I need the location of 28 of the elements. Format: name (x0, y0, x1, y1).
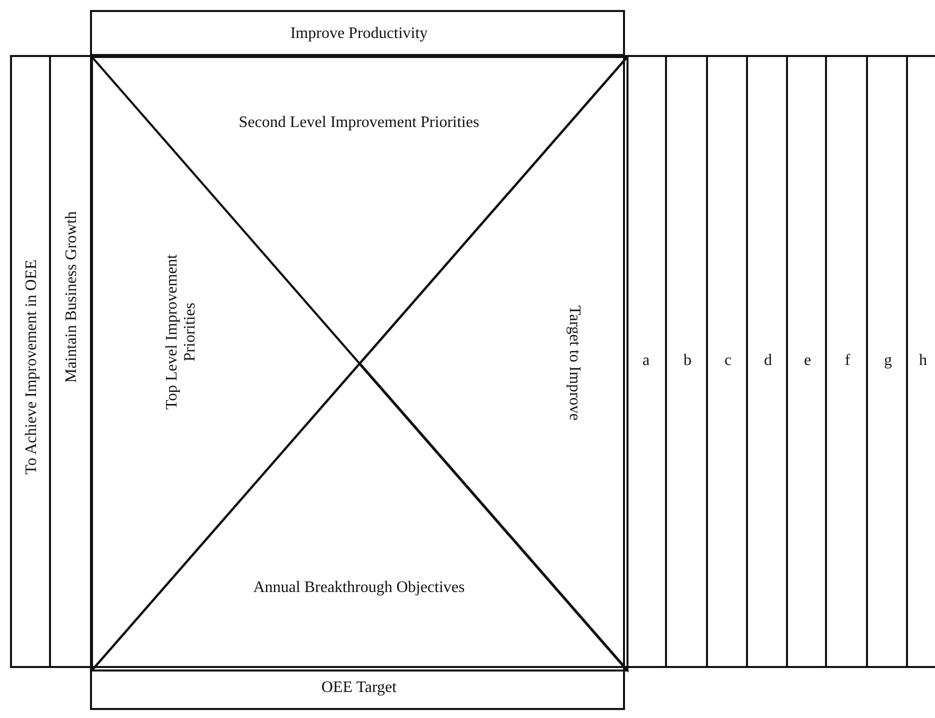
column-letter: g (884, 352, 892, 370)
column-letter: b (684, 352, 692, 370)
column-letter: d (764, 352, 772, 370)
heading-text: Improve Productivity (290, 24, 428, 44)
column-letter: a (642, 352, 650, 370)
label-box (825, 55, 868, 668)
label-box (665, 55, 708, 668)
label-box (49, 55, 92, 668)
label-box (706, 55, 748, 668)
column-letter: e (804, 352, 812, 370)
label-box (90, 666, 625, 710)
label-box (90, 10, 625, 56)
heading-text: OEE Target (321, 678, 397, 698)
heading-text: Maintain Business Growth (62, 211, 81, 383)
column-letter: f (844, 352, 850, 370)
label-box (866, 55, 908, 668)
column-letter: c (724, 352, 732, 370)
column-letter: h (919, 352, 927, 370)
label-box (746, 55, 788, 668)
label-box (906, 55, 935, 668)
heading-text: Annual Breakthrough Objectives (253, 578, 465, 597)
label-box (10, 55, 51, 668)
heading-text: Top Level Improvement Priorities (164, 253, 200, 412)
heading-text: To Achieve Improvement in OEE (22, 260, 41, 474)
label-box (623, 55, 667, 668)
heading-text: Target to Improve (564, 306, 583, 420)
heading-text: Second Level Improvement Priorities (238, 114, 480, 132)
label-box (786, 55, 827, 668)
